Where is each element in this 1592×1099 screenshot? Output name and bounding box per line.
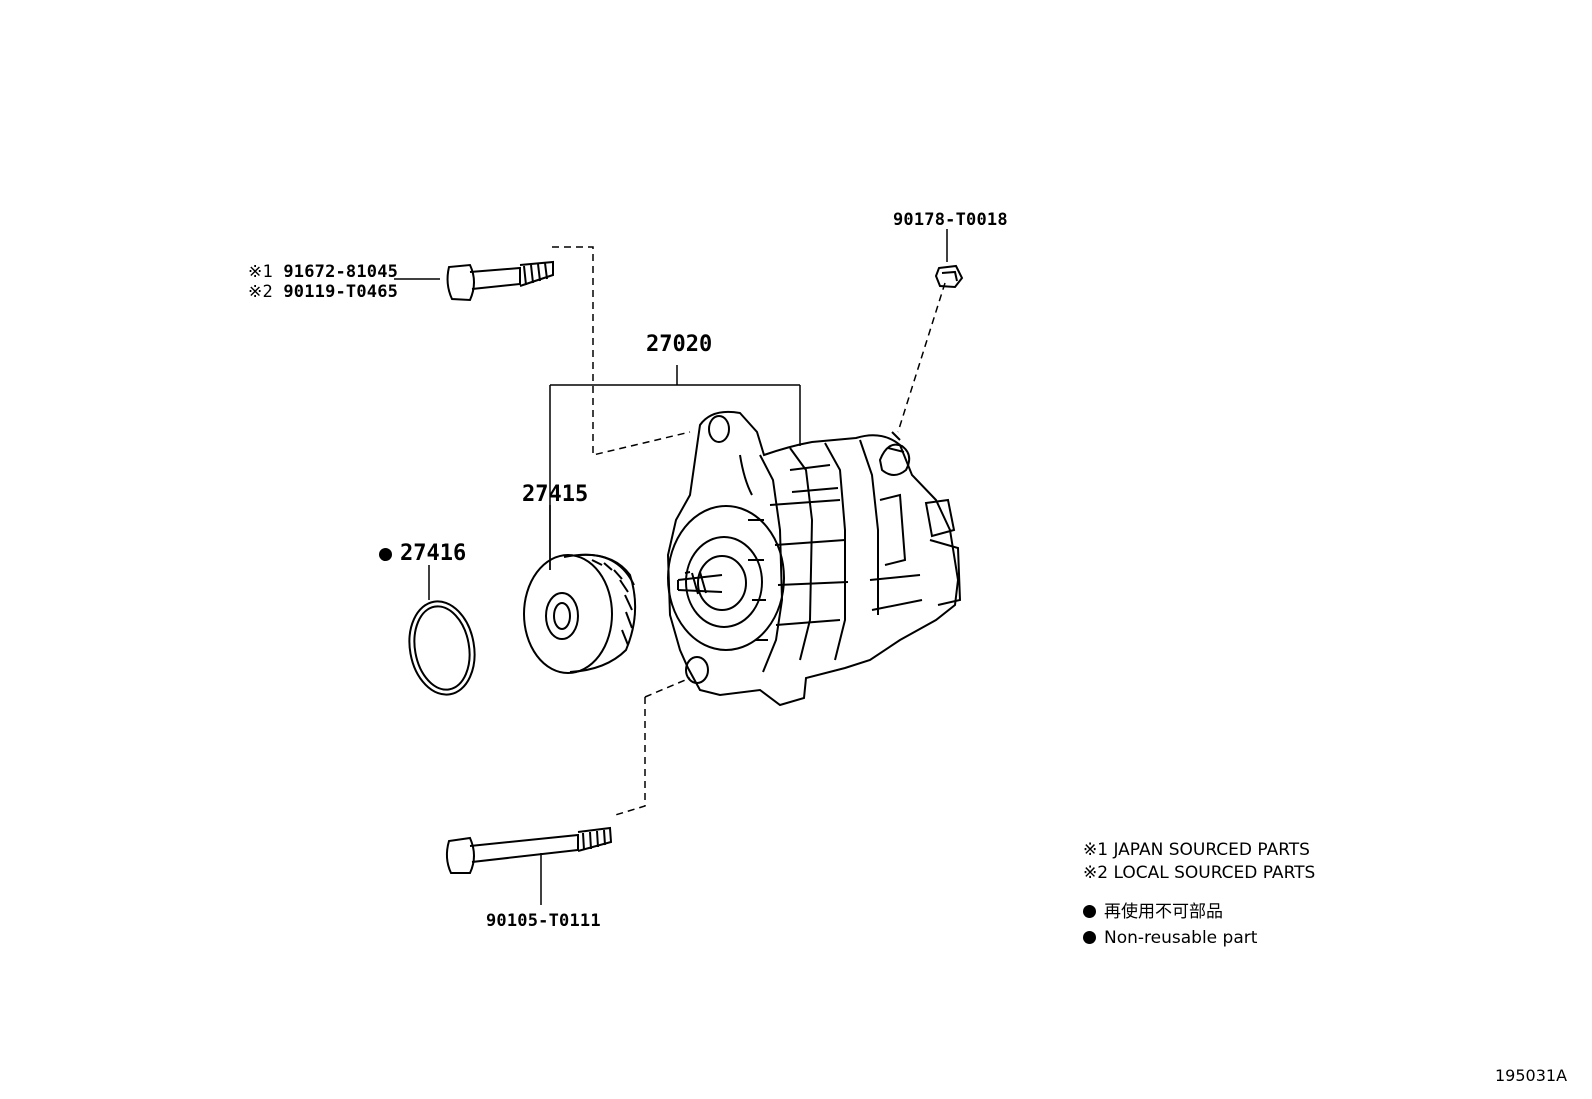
legend-japan-sourced: ※1 JAPAN SOURCED PARTS xyxy=(1083,840,1310,860)
bullet-icon xyxy=(1083,905,1096,918)
terminal-cap xyxy=(934,264,964,289)
local-mark: ※2 xyxy=(248,282,273,302)
legend-non-reusable-en: Non-reusable part xyxy=(1083,930,1257,947)
bolt-top-label-2: ※2 90119-T0465 xyxy=(248,284,398,301)
cap-part-number: 90178-T0018 xyxy=(893,210,1008,230)
legend-non-reusable-jp: 再使用不可部品 xyxy=(1083,904,1223,921)
legend-non-reusable-en-text: Non-reusable part xyxy=(1104,928,1258,948)
legend-non-reusable-jp-text: 再使用不可部品 xyxy=(1104,902,1223,922)
bolt-top-part-2: 90119-T0465 xyxy=(283,282,399,302)
bolt-top-part-1: 91672-81045 xyxy=(283,262,399,282)
bullet-icon xyxy=(1083,931,1096,944)
pulley-27415 xyxy=(523,553,637,674)
figure-id: 195031A xyxy=(1495,1066,1568,1085)
bolt-top-label-1: ※1 91672-81045 xyxy=(248,264,398,281)
alternator-27020 xyxy=(666,410,962,707)
solid-leader-lines xyxy=(394,229,948,905)
pulley-part-number: 27415 xyxy=(522,482,589,507)
legend-local-sourced: ※2 LOCAL SOURCED PARTS xyxy=(1083,863,1316,883)
flange-bolt-top xyxy=(446,260,554,302)
bolt-bottom-part-number: 90105-T0111 xyxy=(486,911,601,931)
o-ring-27416 xyxy=(408,600,476,696)
dashed-leader-lines xyxy=(552,246,946,817)
oring-part-number: 27416 xyxy=(400,541,467,566)
japan-mark: ※1 xyxy=(248,262,273,282)
alternator-part-number: 27020 xyxy=(646,332,713,357)
oring-label: 27416 xyxy=(379,543,466,565)
non-reusable-marker-icon xyxy=(379,548,392,561)
flange-bolt-bottom xyxy=(445,826,613,874)
